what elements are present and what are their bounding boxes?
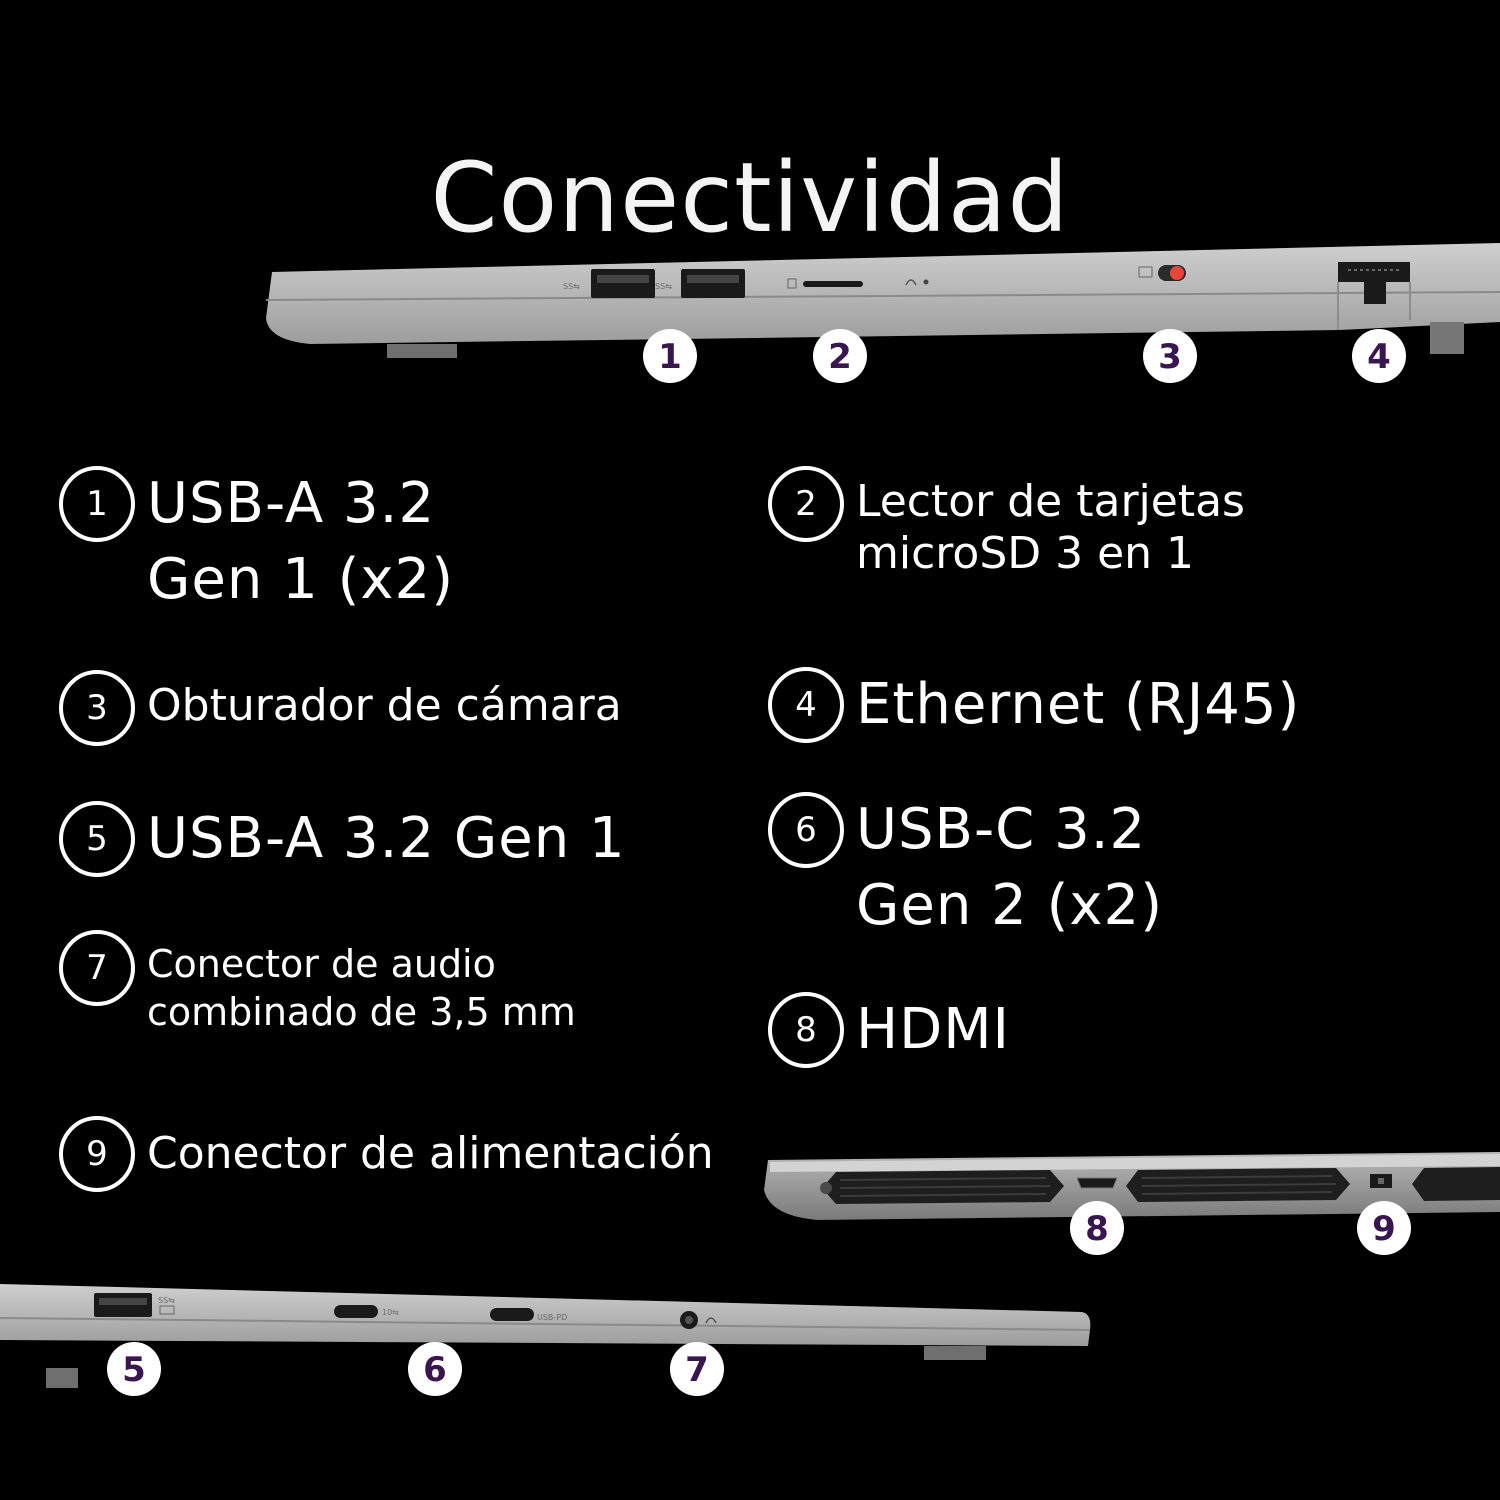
marker-num: 7 bbox=[685, 1350, 709, 1390]
legend-label: USB-A 3.2 Gen 1 (x2) bbox=[147, 471, 455, 612]
marker-num: 2 bbox=[828, 337, 852, 377]
usb-a-port-icon: SS⇆ bbox=[655, 269, 745, 298]
laptop-left-chassis bbox=[265, 243, 1500, 358]
legend-item-3: 3 Obturador de cámara bbox=[59, 670, 622, 746]
legend-number-badge: 6 bbox=[768, 792, 844, 868]
port-label-ss: SS⇆ bbox=[563, 282, 580, 291]
port-label-10: 10⇆ bbox=[382, 1308, 399, 1317]
marker-num: 9 bbox=[1372, 1209, 1396, 1249]
camera-shutter-icon bbox=[1138, 265, 1186, 281]
laptop-right-side-view: SS⇆ 10⇆ USB-PD 5 6 7 bbox=[0, 1284, 1091, 1396]
usb-c-port-icon: USB-PD bbox=[490, 1308, 567, 1322]
marker-2: 2 bbox=[813, 329, 867, 383]
legend-number-badge: 7 bbox=[59, 930, 135, 1006]
legend-number-badge: 8 bbox=[768, 992, 844, 1068]
audio-jack-icon bbox=[680, 1311, 717, 1329]
marker-6: 6 bbox=[408, 1342, 462, 1396]
marker-num: 6 bbox=[423, 1350, 447, 1390]
marker-9: 9 bbox=[1357, 1201, 1411, 1255]
power-port-icon bbox=[1370, 1174, 1392, 1188]
usb-c-port-icon: 10⇆ bbox=[334, 1305, 399, 1318]
legend-label: USB-C 3.2 Gen 2 (x2) bbox=[856, 797, 1164, 938]
usb-a-port-icon: SS⇆ bbox=[94, 1293, 175, 1317]
legend-item-2: 2 Lector de tarjetas microSD 3 en 1 bbox=[768, 466, 1245, 580]
legend-label: Conector de audio combinado de 3,5 mm bbox=[147, 942, 576, 1034]
marker-num: 5 bbox=[122, 1350, 146, 1390]
marker-num: 8 bbox=[1085, 1209, 1109, 1249]
headset-indicator-icon bbox=[905, 279, 929, 286]
legend-label: USB-A 3.2 Gen 1 bbox=[147, 806, 626, 871]
legend-item-8: 8 HDMI bbox=[768, 992, 1010, 1068]
legend-number-badge: 3 bbox=[59, 670, 135, 746]
legend-item-9: 9 Conector de alimentación bbox=[59, 1116, 714, 1192]
legend-item-1: 1 USB-A 3.2 Gen 1 (x2) bbox=[59, 466, 454, 618]
legend-number-badge: 5 bbox=[59, 801, 135, 877]
legend-item-5: 5 USB-A 3.2 Gen 1 bbox=[59, 801, 626, 877]
marker-num: 1 bbox=[658, 337, 682, 377]
laptop-back-view: 8 9 bbox=[764, 1152, 1500, 1255]
marker-8: 8 bbox=[1070, 1201, 1124, 1255]
legend-number-badge: 1 bbox=[59, 466, 135, 542]
legend-label: HDMI bbox=[856, 997, 1011, 1062]
port-label-ss: SS⇆ bbox=[158, 1296, 175, 1305]
legend-label: Conector de alimentación bbox=[147, 1128, 714, 1179]
marker-7: 7 bbox=[670, 1342, 724, 1396]
usb-a-port-icon: SS⇆ bbox=[563, 269, 655, 298]
marker-1: 1 bbox=[643, 329, 697, 383]
ethernet-port-icon bbox=[1337, 262, 1411, 330]
legend-item-4: 4 Ethernet (RJ45) bbox=[768, 667, 1300, 743]
legend-number-badge: 2 bbox=[768, 466, 844, 542]
legend-item-7: 7 Conector de audio combinado de 3,5 mm bbox=[59, 930, 576, 1036]
marker-4: 4 bbox=[1352, 329, 1406, 383]
legend-item-6: 6 USB-C 3.2 Gen 2 (x2) bbox=[768, 792, 1163, 944]
port-label-usb-pd: USB-PD bbox=[537, 1313, 567, 1322]
marker-3: 3 bbox=[1143, 329, 1197, 383]
legend-number-badge: 4 bbox=[768, 667, 844, 743]
legend-label: Obturador de cámara bbox=[147, 680, 622, 731]
marker-num: 3 bbox=[1158, 337, 1182, 377]
hdmi-port-icon bbox=[1076, 1177, 1118, 1189]
port-label-ss: SS⇆ bbox=[655, 282, 672, 291]
marker-num: 4 bbox=[1367, 337, 1391, 377]
marker-5: 5 bbox=[107, 1342, 161, 1396]
microsd-slot-icon bbox=[787, 278, 863, 289]
legend-label: Ethernet (RJ45) bbox=[856, 672, 1301, 737]
legend-number-badge: 9 bbox=[59, 1116, 135, 1192]
page-title: Conectividad bbox=[430, 142, 1070, 255]
legend-label: Lector de tarjetas microSD 3 en 1 bbox=[856, 476, 1245, 579]
